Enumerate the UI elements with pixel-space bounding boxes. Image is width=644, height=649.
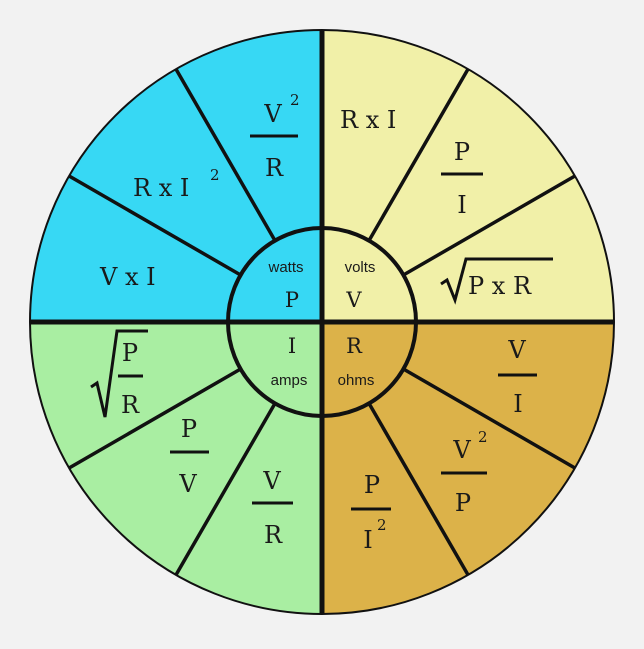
volts-unit-label: volts [345,259,376,276]
radical-sign [440,257,553,305]
formula-sqrt-p-over-r: P R [90,329,148,419]
formula-p-over-i-squared: P I 2 [351,471,391,554]
formula-p-over-i: P I [441,138,483,219]
exponent: 2 [377,516,387,534]
watts-formulas: V 2 R R x I 2 V x I [99,91,300,291]
denominator: R [264,521,283,549]
formula-v-squared-over-r: V 2 R [250,91,300,182]
exponent: 2 [478,428,488,446]
quadrant-watts [30,30,322,322]
denominator: I [513,390,522,418]
center-labels: watts P volts V I amps R ohms [267,259,375,389]
numerator: P [122,339,138,367]
radicand: P x R [468,272,532,300]
quadrant-ohms [322,322,614,614]
numerator: P [364,471,380,499]
divider-line [68,367,242,470]
exponent: 2 [210,166,220,184]
ohms-letter: R [346,334,363,358]
formula-sqrt-p-times-r: P x R [440,257,553,305]
exponent: 2 [290,91,300,109]
ohms-unit-label: ohms [338,372,375,389]
denominator: V [178,470,197,498]
denominator: P [455,489,471,517]
formula-v-over-r: V R [252,467,293,549]
denominator: I [457,191,466,219]
denominator: R [265,154,284,182]
divider-line [367,402,470,576]
denominator: R [121,391,140,419]
center-hub [226,226,418,418]
ohms-formulas: V I V 2 P P I 2 [351,336,537,554]
dividers [30,30,614,614]
volts-letter: V [345,288,362,312]
numerator: V [452,436,471,464]
divider-line [367,68,470,242]
divider-line [68,174,242,277]
numerator: V [507,336,526,364]
outer-rim [29,29,615,615]
quadrants [30,30,614,614]
quadrant-amps [30,322,322,614]
denominator: I [363,526,372,554]
formula-v-times-i: V x I [99,263,156,291]
amps-unit-label: amps [271,372,308,389]
expression: R x I [133,174,189,202]
amps-formulas: P R P V V R [90,329,293,549]
formula-r-times-i: R x I [340,106,396,134]
amps-letter: I [288,334,296,358]
expression: V x I [99,263,156,291]
divider-line [174,68,277,242]
expression: R x I [340,106,396,134]
formula-p-over-v: P V [170,415,209,498]
formula-v-squared-over-p: V 2 P [441,428,488,517]
divider-line [402,174,576,277]
radical-sign [90,329,148,418]
formula-r-times-i-squared: R x I 2 [133,166,220,202]
volts-formulas: R x I P I P x R [340,106,553,305]
divider-line [174,402,277,576]
watts-letter: P [285,288,299,312]
divider-line [402,367,576,470]
watts-unit-label: watts [267,259,303,276]
numerator: V [263,100,282,128]
formula-v-over-i: V I [498,336,537,418]
numerator: P [181,415,197,443]
numerator: P [454,138,470,166]
numerator: V [262,467,281,495]
quadrant-volts [322,30,614,322]
